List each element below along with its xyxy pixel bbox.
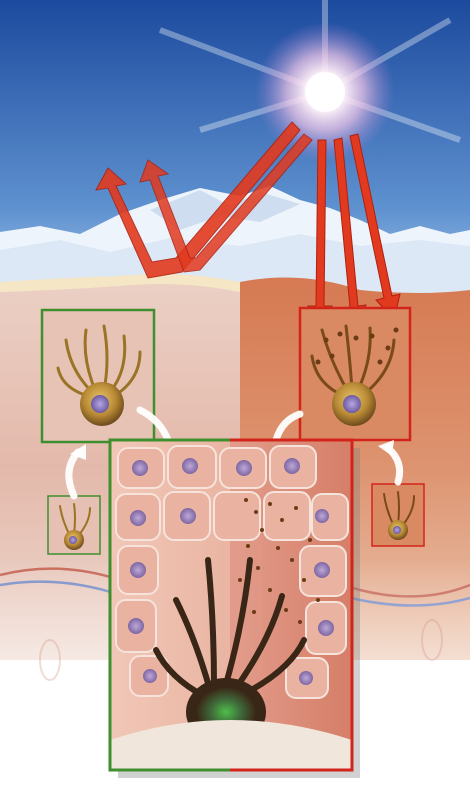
small-tanned-melanocyte-box — [372, 484, 424, 546]
central-detail-panel — [110, 440, 360, 778]
tanned-melanocyte-box — [300, 308, 410, 440]
pale-melanocyte-box — [42, 310, 154, 442]
small-pale-melanocyte-box — [48, 496, 100, 554]
